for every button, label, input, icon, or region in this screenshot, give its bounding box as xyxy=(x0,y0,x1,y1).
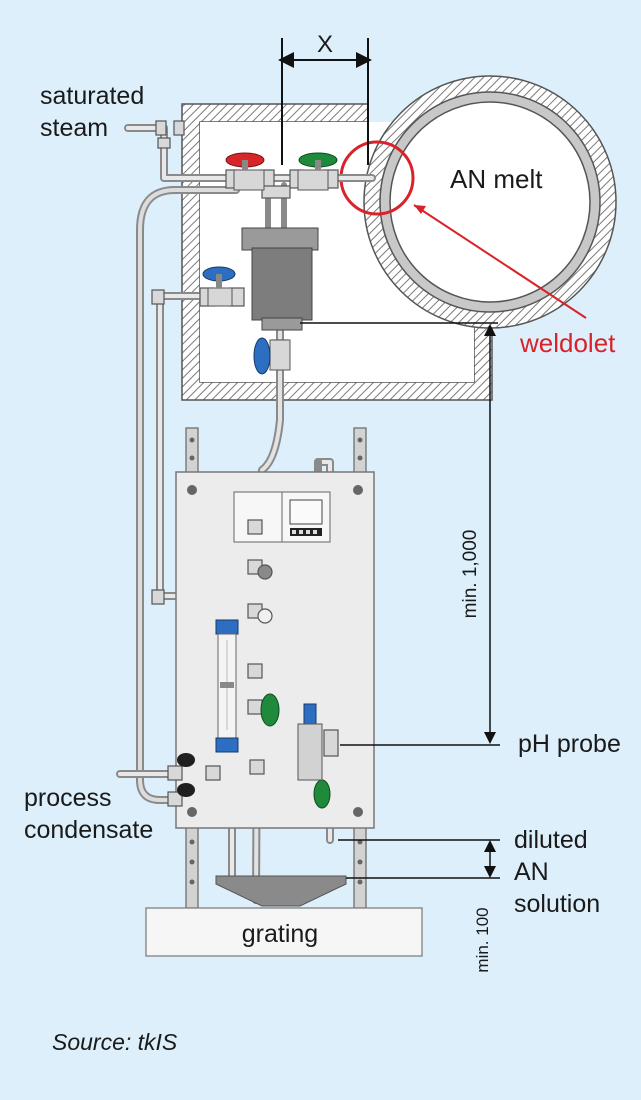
dimension-lines xyxy=(300,322,500,879)
valve-red xyxy=(225,152,265,191)
saturated-steam-label-line1: saturated xyxy=(40,82,144,110)
process-condensate-label-line1: process xyxy=(24,784,112,812)
grating-box xyxy=(145,907,423,957)
panel-fittings xyxy=(167,519,339,807)
diluted-label-line1: diluted xyxy=(514,826,588,854)
valve-green xyxy=(297,152,338,191)
saturated-steam-label-line2: steam xyxy=(40,114,108,142)
valve-blue-bottom xyxy=(253,337,291,375)
flash-vessel xyxy=(241,227,319,331)
source-label: Source: tkIS xyxy=(52,1029,178,1055)
process-condensate-label-line2: condensate xyxy=(24,816,153,844)
valve-blue-top xyxy=(202,266,236,307)
an-melt-label: AN melt xyxy=(450,164,543,194)
ph-probe-label: pH probe xyxy=(518,730,621,758)
an-melt-pipe xyxy=(363,75,617,329)
valve-black xyxy=(177,753,195,797)
ph-probe-assembly xyxy=(297,703,323,781)
min-1000-label: min. 1,000 xyxy=(460,530,481,619)
diluted-label-line3: solution xyxy=(514,890,600,918)
x-dim-label: X xyxy=(317,31,333,58)
grating-label: grating xyxy=(242,920,318,948)
weldolet-label: weldolet xyxy=(519,328,616,358)
drain-funnel xyxy=(215,875,347,907)
post-holes xyxy=(189,437,363,885)
diluted-label-line2: AN xyxy=(514,858,549,886)
rotameter xyxy=(215,619,239,753)
weldolet-pointer xyxy=(413,204,587,319)
valve-green-panel xyxy=(260,693,331,809)
dimension-x xyxy=(278,38,372,165)
min-100-label: min. 100 xyxy=(473,907,492,972)
